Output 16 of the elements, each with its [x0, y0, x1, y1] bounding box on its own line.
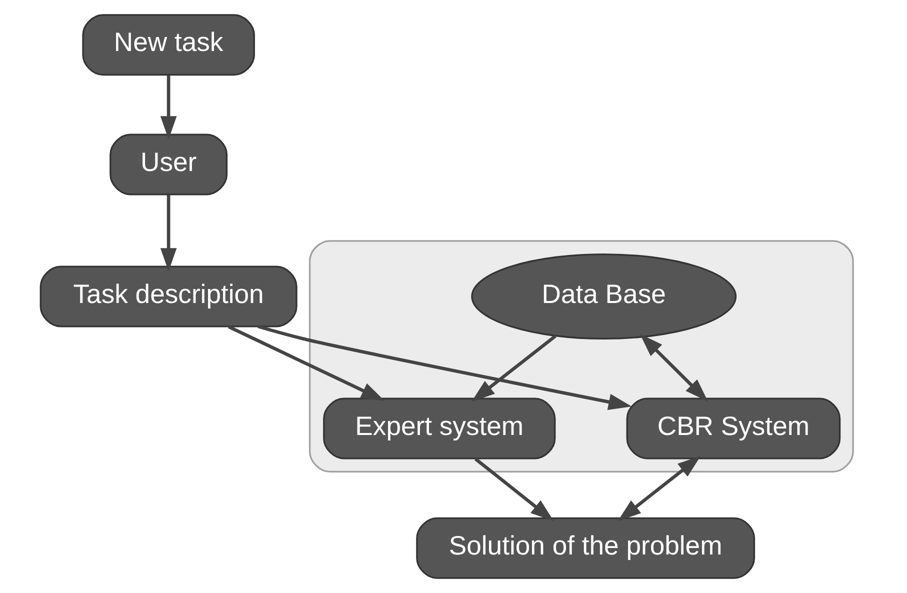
cluster	[308, 240, 854, 473]
node-box: Expert system	[323, 398, 556, 460]
arrow	[618, 456, 701, 522]
arrow	[258, 324, 632, 410]
arrow	[160, 75, 177, 140]
arrow	[228, 325, 384, 401]
arrow	[640, 334, 708, 402]
node-ellipse: Data Base	[471, 253, 737, 340]
node-box: New task	[82, 14, 255, 76]
arrow	[474, 458, 554, 522]
node-box: Solution of the problem	[416, 517, 756, 579]
arrow	[472, 334, 556, 402]
node-box: Task description	[40, 266, 298, 328]
arrow	[160, 194, 177, 272]
node-box: User	[110, 134, 228, 196]
node-box: CBR System	[626, 398, 841, 460]
